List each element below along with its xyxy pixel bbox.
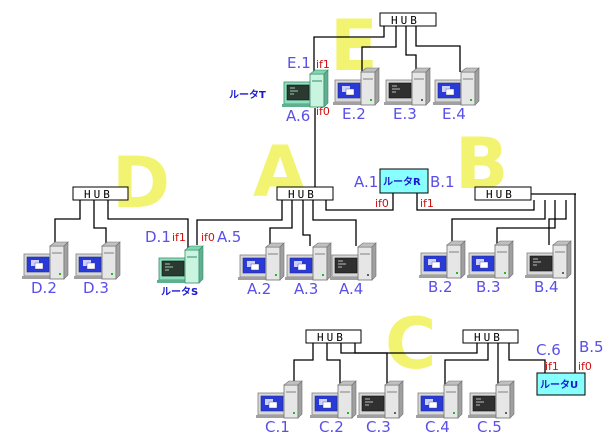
host-address-label: C.5 (477, 418, 502, 436)
host-address-label: B.2 (428, 278, 453, 296)
hub-e: HUB (379, 12, 437, 27)
host-address-label: B.4 (534, 278, 559, 296)
host-c-4[interactable]: C.4 (415, 380, 463, 436)
host-c-5[interactable]: C.5 (467, 380, 515, 436)
host-address-label: A.2 (247, 280, 271, 298)
host-b-3[interactable]: B.3 (466, 240, 514, 296)
router-r-if1-address: B.1 (430, 173, 455, 191)
host-address-label: D.2 (31, 279, 57, 297)
terminal-pc-icon (524, 240, 572, 279)
desktop-pc-icon (309, 380, 357, 419)
desktop-pc-icon (466, 240, 514, 279)
router-r-if0-address: A.1 (354, 173, 378, 191)
router-s-if0: if0 (201, 231, 215, 244)
host-address-label: C.4 (425, 418, 450, 436)
segment-label-c: C (385, 303, 436, 385)
host-address-label: A.3 (294, 280, 318, 298)
svg-text:HUB: HUB (486, 188, 515, 201)
host-a-2[interactable]: A.2 (237, 242, 285, 298)
terminal-pc-icon (329, 242, 377, 281)
host-address-label: E.2 (342, 105, 366, 123)
router-u-if1-address: C.6 (536, 341, 561, 359)
router-r[interactable]: ルータR A.1 B.1 if0 if1 (354, 168, 455, 210)
router-t-label: ルータT (229, 89, 266, 101)
host-d-2[interactable]: D.2 (21, 241, 69, 297)
router-t-if0-address: A.6 (286, 107, 310, 125)
hub-d: HUB (72, 186, 129, 201)
host-e-2[interactable]: E.2 (332, 67, 380, 123)
router-t-if1: if1 (316, 58, 330, 71)
svg-text:HUB: HUB (317, 331, 346, 344)
host-e-4[interactable]: E.4 (432, 67, 480, 123)
host-address-label: B.3 (476, 278, 501, 296)
host-address-label: C.3 (366, 418, 391, 436)
host-address-label: C.2 (319, 418, 344, 436)
host-address-label: E.4 (442, 105, 466, 123)
router-t-if1-address: E.1 (287, 54, 311, 72)
router-s-if0-address: A.5 (217, 228, 241, 246)
host-a-4[interactable]: A.4 (329, 242, 377, 298)
segment-label-d: D (112, 142, 170, 224)
host-address-label: E.3 (393, 105, 417, 123)
host-c-2[interactable]: C.2 (309, 380, 357, 436)
host-b-4[interactable]: B.4 (524, 240, 572, 296)
host-a-3[interactable]: A.3 (284, 242, 332, 298)
desktop-pc-icon (255, 380, 303, 419)
terminal-pc-icon (356, 380, 404, 419)
svg-text:HUB: HUB (474, 331, 503, 344)
host-c-3[interactable]: C.3 (356, 380, 404, 436)
hub-c2: HUB (462, 329, 519, 344)
desktop-pc-icon (418, 240, 466, 279)
desktop-pc-icon (415, 380, 463, 419)
host-d-3[interactable]: D.3 (73, 241, 121, 297)
router-u-if0: if0 (578, 360, 592, 373)
hub-a: HUB (276, 186, 334, 201)
host-c-1[interactable]: C.1 (255, 380, 303, 436)
router-u-label: ルータU (540, 379, 578, 391)
hub-b: HUB (474, 186, 532, 201)
router-pc-icon (156, 245, 204, 284)
host-e-3[interactable]: E.3 (383, 67, 431, 123)
host-address-label: A.4 (339, 280, 363, 298)
router-s[interactable]: ルータS D.1 if1 if0 A.5 (145, 228, 241, 298)
router-r-if1: if1 (420, 197, 434, 210)
router-pc-icon (281, 69, 329, 108)
host-address-label: C.1 (265, 418, 290, 436)
router-s-if1-address: D.1 (145, 228, 171, 246)
desktop-pc-icon (21, 241, 69, 280)
desktop-pc-icon (237, 242, 285, 281)
router-t[interactable]: ルータT E.1 if1 A.6 if0 (229, 54, 330, 125)
router-u[interactable]: ルータU C.6 if1 B.5 if0 (536, 338, 604, 396)
router-r-label: ルータR (383, 176, 421, 188)
svg-text:HUB: HUB (84, 188, 113, 201)
router-u-if0-address: B.5 (579, 338, 604, 356)
router-s-label: ルータS (161, 286, 198, 298)
router-s-if1: if1 (172, 231, 186, 244)
svg-text:HUB: HUB (391, 14, 420, 27)
host-b-2[interactable]: B.2 (418, 240, 466, 296)
terminal-pc-icon (467, 380, 515, 419)
router-u-if1: if1 (545, 360, 559, 373)
desktop-pc-icon (284, 242, 332, 281)
svg-text:HUB: HUB (288, 188, 317, 201)
hub-c1: HUB (305, 329, 362, 344)
desktop-pc-icon (73, 241, 121, 280)
wires (54, 26, 576, 385)
terminal-pc-icon (383, 67, 431, 106)
router-r-if0: if0 (375, 197, 389, 210)
router-t-if0: if0 (316, 105, 330, 118)
hosts: E.2 E.3 E.4D.2 D.3 A.2 A.3 A.4 B.2 B.3 B.4C.1 C.2 C… (21, 67, 572, 436)
host-address-label: D.3 (83, 279, 109, 297)
desktop-pc-icon (432, 67, 480, 106)
